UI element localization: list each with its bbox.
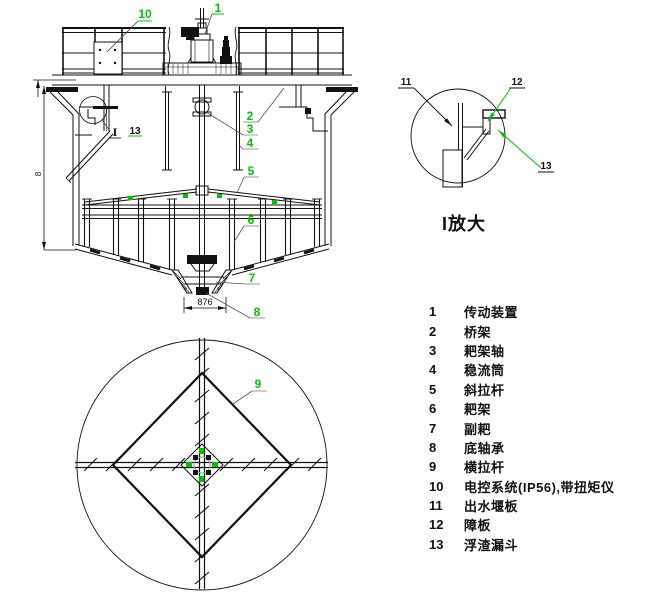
callout-5: 5 — [248, 164, 255, 178]
callout-leaders — [106, 13, 285, 319]
feedwell — [162, 86, 243, 171]
part-name: 斜拉杆 — [464, 382, 505, 398]
parts-list-row: 8 底轴承 — [429, 438, 649, 457]
part-number: 10 — [429, 478, 444, 494]
part-number: 3 — [429, 342, 437, 358]
right-weir-launder — [279, 85, 328, 132]
tie-rod-fittings — [128, 194, 277, 204]
part-number: 2 — [429, 323, 437, 339]
discharge-cone — [171, 255, 233, 295]
parts-list-row: 2 桥架 — [429, 321, 649, 340]
part-name: 浮渣漏斗 — [464, 537, 519, 553]
callout-9-leader — [232, 390, 253, 405]
tank-floor — [74, 243, 330, 276]
callout-7: 7 — [249, 271, 256, 285]
part-name: 耙架轴 — [464, 343, 505, 359]
part-name: 耙架 — [464, 402, 492, 418]
callout-1: 1 — [215, 1, 222, 15]
tank-shell — [49, 91, 355, 246]
cross-tie-rods-diamond — [111, 371, 293, 559]
part-number: 8 — [429, 439, 437, 455]
part-name: 障板 — [464, 518, 492, 534]
callout-8: 8 — [254, 305, 261, 319]
rake-arms-plan — [75, 338, 328, 589]
detail-leaders — [398, 87, 554, 173]
part-name: 传动装置 — [464, 305, 519, 321]
part-number: 6 — [429, 401, 437, 417]
tank-plan-circle — [76, 339, 328, 591]
center-hub-plan — [180, 443, 224, 487]
detail-enlarged-view: 11 12 13 I放大 — [398, 77, 554, 234]
scum-chute — [65, 130, 111, 179]
tie-rods — [84, 188, 321, 206]
height-dimension — [33, 79, 76, 251]
part-name: 出水堰板 — [464, 499, 519, 515]
part-number: 12 — [429, 517, 444, 533]
callout-2: 2 — [247, 109, 254, 123]
parts-list-row: 13 浮渣漏斗 — [429, 535, 649, 554]
callout-11: 11 — [401, 77, 412, 88]
dim-height-text: 8 — [34, 171, 43, 176]
parts-list-row: 9 横拉杆 — [429, 457, 649, 476]
callout-4: 4 — [247, 136, 254, 150]
part-name: 稳流筒 — [464, 363, 505, 379]
parts-list-row: 4 稳流筒 — [429, 360, 649, 379]
break-line-right — [234, 26, 238, 76]
part-name: 横拉杆 — [464, 460, 505, 476]
part-number: 1 — [429, 304, 437, 320]
parts-list: 1 传动装置 2 桥架 3 耙架轴 4 稳流筒 5 斜拉杆 6 耙架 7 副耙 8 底轴承 9 横… — [429, 302, 649, 554]
parts-list-row: 10 电控系统(IP56),带扭矩仪 — [429, 477, 649, 496]
main-view-callouts: 10 1 2 3 4 5 6 7 8 I 13 876 8 — [34, 1, 261, 319]
center-shaft — [192, 85, 212, 287]
part-name: 副耙 — [464, 421, 492, 437]
drive-motor — [181, 27, 199, 37]
detail-view-title: I放大 — [442, 213, 486, 234]
callout-13-main: 13 — [129, 126, 141, 137]
detail-marker-I: I — [113, 125, 118, 139]
part-name: 底轴承 — [464, 440, 505, 456]
part-name: 电控系统(IP56),带扭矩仪 — [464, 479, 615, 495]
arrow-13 — [498, 130, 507, 138]
torque-device — [220, 36, 232, 64]
callout-10: 10 — [138, 7, 152, 21]
dim-876-text: 876 — [197, 297, 212, 307]
part-number: 4 — [429, 362, 437, 378]
parts-list-row: 3 耙架轴 — [429, 341, 649, 360]
part-number: 11 — [429, 498, 443, 514]
arrow-11 — [444, 118, 452, 126]
plan-view: 9 — [75, 338, 328, 591]
rake-truss — [82, 198, 322, 270]
parts-list-row: 6 耙架 — [429, 399, 649, 418]
parts-list-row: 5 斜拉杆 — [429, 380, 649, 399]
part-number: 5 — [429, 381, 437, 397]
parts-list-row: 1 传动装置 — [429, 302, 649, 321]
main-elevation-view — [33, 8, 358, 319]
bridge-deck — [46, 74, 358, 92]
parts-list-row: 11 出水堰板 — [429, 496, 649, 515]
drive-unit — [162, 8, 242, 76]
part-number: 7 — [429, 420, 437, 436]
part-number: 9 — [429, 459, 437, 475]
callout-3: 3 — [247, 122, 254, 136]
arrow-12 — [488, 112, 495, 121]
callout-9: 9 — [255, 377, 262, 391]
parts-list-row: 12 障板 — [429, 515, 649, 534]
callout-12: 12 — [511, 77, 523, 88]
part-number: 13 — [429, 536, 444, 552]
break-line-left — [167, 26, 171, 76]
dimension-876 — [183, 297, 227, 313]
bridge-railing-right — [234, 26, 344, 76]
left-weir-launder — [65, 85, 118, 184]
bottom-bearing — [196, 287, 209, 295]
detail-circle-I — [79, 96, 107, 124]
part-name: 桥架 — [464, 324, 492, 340]
callout-13-detail: 13 — [540, 161, 552, 172]
control-panel — [93, 41, 123, 75]
rake-blade-ticks — [83, 347, 322, 585]
callout-6: 6 — [248, 213, 255, 227]
parts-list-row: 7 副耙 — [429, 418, 649, 437]
weir-baffle-detail — [442, 103, 506, 188]
rake-hub — [187, 255, 217, 264]
